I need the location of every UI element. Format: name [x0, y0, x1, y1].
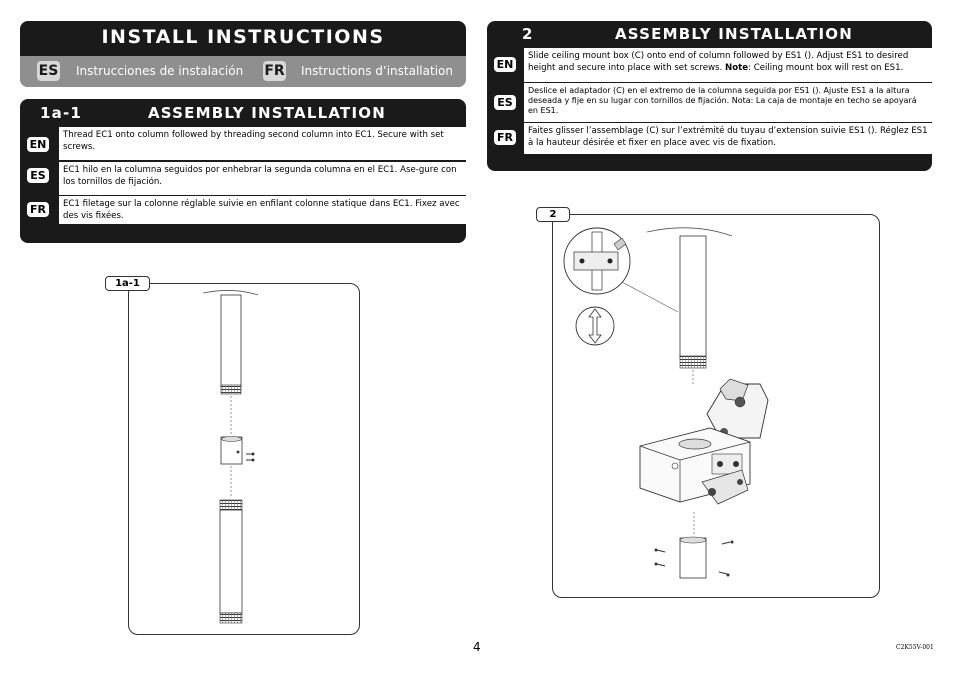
- language-bar: ES Instrucciones de instalación FR Instr…: [20, 56, 466, 87]
- figure-1a-tag: 1a-1: [105, 276, 150, 291]
- title-fr: Instructions d’installation: [301, 64, 453, 78]
- step-2-note-text: : Ceiling mount box will rest on ES1.: [748, 62, 904, 73]
- step-1a-badge-fr: FR: [27, 202, 49, 217]
- lang-badge-es: ES: [37, 61, 60, 81]
- title-banner: INSTALL INSTRUCTIONS ES Instrucciones de…: [20, 21, 466, 87]
- figure-2-tag: 2: [536, 207, 570, 222]
- document-code: C2K55V-001: [896, 644, 934, 651]
- step-2-section: 2 ASSEMBLY INSTALLATION EN Slide ceiling…: [487, 21, 932, 171]
- lower-column-thread-bottom: [219, 612, 243, 624]
- column-thread: [679, 355, 707, 369]
- step-2-badge-fr: FR: [494, 130, 516, 145]
- step-2-text-en: Slide ceiling mount box (C) onto end of …: [524, 48, 932, 82]
- title-es: Instrucciones de instalación: [76, 64, 244, 78]
- step-2-heading: ASSEMBLY INSTALLATION: [615, 25, 853, 43]
- step-1a-text-en: Thread EC1 onto column followed by threa…: [59, 127, 466, 160]
- step-2-badge-es: ES: [494, 95, 516, 110]
- step-1a-badge-en: EN: [27, 137, 49, 152]
- step-1a-text-es: EC1 hilo en la columna seguidos por enhe…: [59, 162, 466, 195]
- lower-column: [219, 509, 243, 614]
- collar-es1: [679, 537, 707, 579]
- step-1a-badge-es: ES: [27, 168, 49, 183]
- step-1a-section: 1a-1 ASSEMBLY INSTALLATION EN Thread EC1…: [20, 99, 466, 243]
- step-2-number: 2: [522, 25, 534, 43]
- step-2-badge-en: EN: [494, 57, 516, 72]
- upper-column-thread: [220, 384, 242, 395]
- figure-1a-illustration: [202, 290, 259, 624]
- upper-column: [220, 294, 242, 388]
- figure-2-illustration: [563, 227, 769, 579]
- step-2-text-es: Deslice el adaptador (C) en el extremo d…: [524, 83, 932, 122]
- step-2-text-en-main: Slide ceiling mount box (C) onto end of …: [528, 51, 909, 73]
- step-1a-heading: ASSEMBLY INSTALLATION: [148, 104, 386, 122]
- lower-column-thread-top: [219, 499, 243, 511]
- step-1a-number: 1a-1: [40, 104, 83, 122]
- page-number: 4: [473, 640, 481, 654]
- figure-1a-frame: [128, 283, 360, 635]
- page-title: INSTALL INSTRUCTIONS: [101, 26, 385, 48]
- step-2-header: 2 ASSEMBLY INSTALLATION: [487, 21, 932, 47]
- column: [679, 235, 707, 359]
- step-2-text-fr: Faites glisser l’assemblage (C) sur l’ex…: [524, 123, 932, 154]
- lang-badge-fr: FR: [263, 61, 286, 81]
- step-2-note-label: Note: [725, 62, 749, 73]
- ceiling-break-line: [202, 290, 259, 296]
- step-1a-text-fr: EC1 filetage sur la colonne réglable sui…: [59, 196, 466, 224]
- step-1a-header: 1a-1 ASSEMBLY INSTALLATION: [20, 99, 466, 125]
